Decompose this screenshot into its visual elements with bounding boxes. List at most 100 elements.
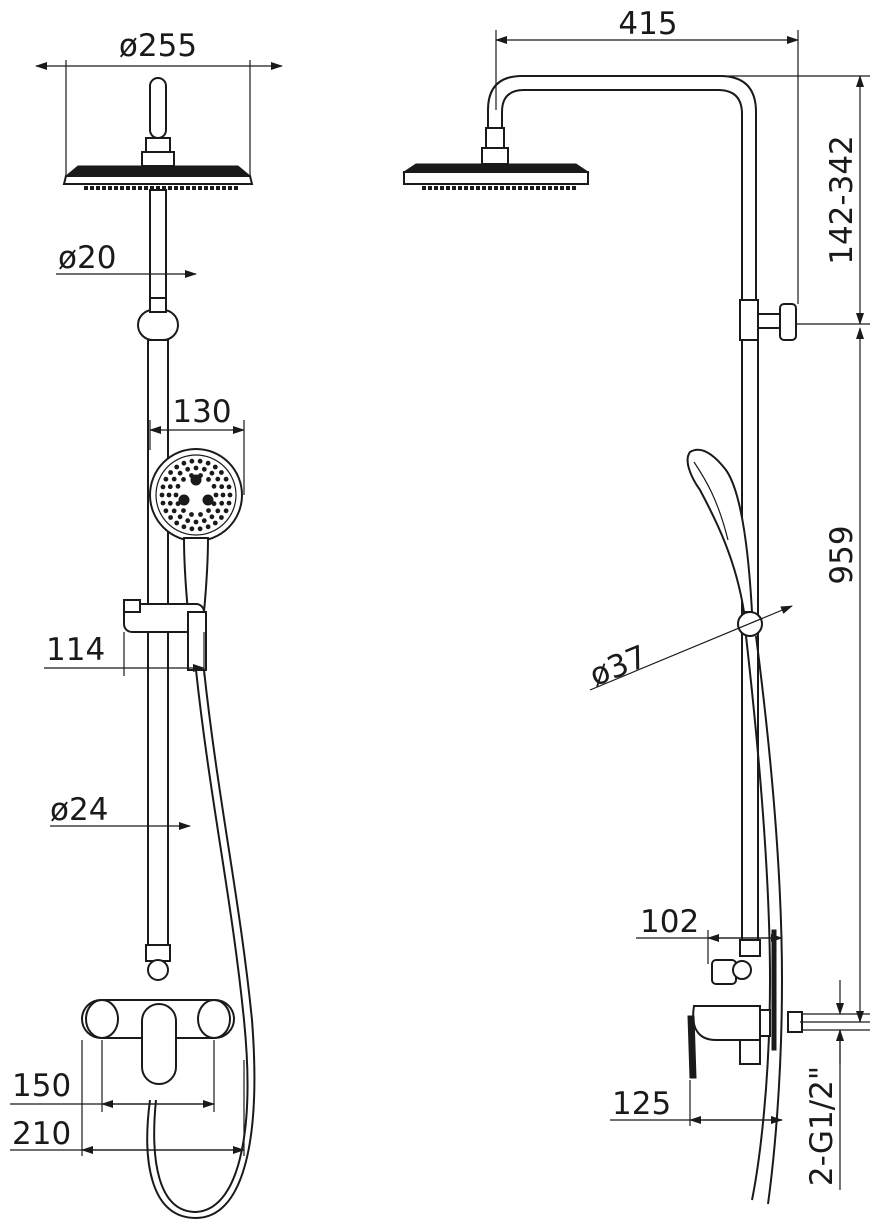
hand-nozzle — [174, 520, 180, 526]
nozzle — [96, 186, 100, 190]
nozzle — [506, 186, 510, 190]
nozzle — [488, 186, 492, 190]
front-mixer-nut — [147, 959, 169, 981]
front-hose-connector — [187, 611, 207, 671]
hand-center-nozzle-1 — [190, 474, 202, 486]
side-hand-face — [693, 461, 729, 541]
side-rain-nozzles — [422, 186, 576, 190]
front-top-stub — [149, 77, 167, 139]
nozzle — [138, 186, 142, 190]
nozzle — [186, 186, 190, 190]
nozzle — [234, 186, 238, 190]
nozzle — [530, 186, 534, 190]
label-total-height: 959 — [824, 525, 860, 584]
front-ball-joint — [145, 137, 171, 153]
nozzle — [464, 186, 468, 190]
hand-nozzle — [206, 508, 211, 513]
nozzle — [120, 186, 124, 190]
hand-nozzle — [213, 492, 219, 498]
dimension-lines — [10, 30, 870, 1190]
hand-nozzle — [219, 500, 225, 506]
side-rain-head — [403, 171, 589, 185]
hand-nozzle — [209, 470, 215, 476]
nozzle — [422, 186, 426, 190]
front-clamp-ring — [149, 297, 167, 313]
hand-nozzle — [227, 492, 233, 498]
hand-nozzle — [163, 508, 169, 514]
hand-nozzle — [185, 466, 191, 472]
nozzle — [126, 186, 130, 190]
label-head-diameter: ø255 — [119, 28, 197, 64]
nozzle — [560, 186, 564, 190]
nozzle — [174, 186, 178, 190]
nozzle — [168, 186, 172, 190]
label-holder-depth: 102 — [640, 904, 699, 940]
front-mixer-lever — [141, 1003, 177, 1085]
nozzle — [216, 186, 220, 190]
hand-center-nozzle-3 — [202, 494, 214, 506]
hand-nozzle — [206, 477, 211, 482]
hand-nozzle — [181, 524, 187, 530]
nozzle — [198, 186, 202, 190]
side-mixer-outlet — [739, 1039, 761, 1065]
hand-nozzle — [159, 492, 165, 498]
nozzle — [114, 186, 118, 190]
hand-nozzles — [159, 458, 233, 532]
hand-nozzle — [189, 512, 194, 517]
side-head-connector — [481, 147, 509, 165]
hand-nozzle — [189, 458, 195, 464]
hand-center-nozzle-2 — [178, 494, 190, 506]
label-height-adjust: 142-342 — [824, 135, 860, 265]
hand-nozzle — [197, 458, 203, 464]
hand-nozzle — [215, 476, 221, 482]
label-mixer-depth: 125 — [612, 1086, 671, 1122]
nozzle — [500, 186, 504, 190]
hand-nozzle — [189, 526, 195, 532]
nozzle — [144, 186, 148, 190]
nozzle — [428, 186, 432, 190]
hand-nozzle — [175, 483, 181, 489]
side-hose-outer — [745, 635, 772, 1201]
nozzle — [512, 186, 516, 190]
nozzle — [518, 186, 522, 190]
hand-nozzle — [171, 476, 177, 482]
hand-shower-handle — [182, 537, 210, 613]
hand-nozzle — [212, 520, 218, 526]
side-arm-inner — [501, 89, 743, 300]
label-connection: 2-G1/2" — [804, 1066, 840, 1186]
nozzle — [452, 186, 456, 190]
side-wall-mount — [779, 303, 797, 341]
side-mixer-eccentric — [759, 1009, 771, 1037]
nozzle — [150, 186, 154, 190]
hand-nozzle — [181, 508, 186, 513]
side-mixer-lever — [687, 1015, 697, 1079]
hand-nozzle — [201, 466, 207, 472]
nozzle — [572, 186, 576, 190]
label-hand-shower-width: 130 — [172, 394, 231, 430]
hose-outer — [153, 669, 249, 1214]
front-mixer-left-cap — [85, 999, 119, 1039]
hand-nozzle — [209, 514, 215, 520]
label-mixer-center: 150 — [12, 1068, 71, 1104]
hand-nozzle — [174, 464, 180, 470]
nozzle — [84, 186, 88, 190]
hand-shower-face — [155, 454, 237, 536]
hand-nozzle — [166, 492, 172, 498]
rain-nozzles — [84, 186, 238, 190]
hand-nozzle — [223, 476, 229, 482]
side-mixer-body — [692, 1005, 761, 1041]
nozzle — [108, 186, 112, 190]
nozzle — [494, 186, 498, 190]
hand-nozzle — [160, 500, 166, 506]
nozzle — [102, 186, 106, 190]
hand-nozzle — [168, 470, 174, 475]
hand-nozzle — [226, 484, 232, 490]
hand-nozzle — [220, 492, 226, 498]
front-mixer-union — [145, 944, 171, 962]
side-ball-joint — [485, 127, 505, 149]
hand-nozzle — [205, 524, 211, 530]
label-pipe-diameter-bottom: ø24 — [50, 792, 108, 828]
side-wall-fitting — [787, 1011, 803, 1033]
